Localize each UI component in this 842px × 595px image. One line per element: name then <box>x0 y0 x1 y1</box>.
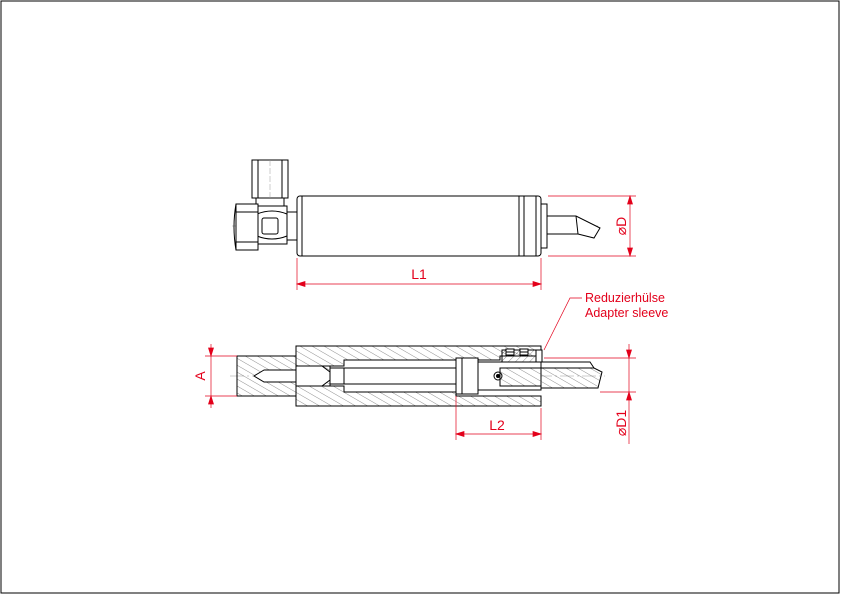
drawbar-rod <box>329 367 457 385</box>
svg-text:A: A <box>192 371 208 381</box>
side-hex-nut <box>233 203 259 251</box>
upper-wall <box>295 345 542 367</box>
dim-l2-label: L2 <box>489 417 505 433</box>
elbow-body <box>256 205 298 245</box>
svg-text:⌀D1: ⌀D1 <box>613 410 629 437</box>
diameter-symbol: ⌀ <box>613 428 629 436</box>
top-view <box>232 159 601 257</box>
svg-text:⌀D: ⌀D <box>613 217 629 236</box>
dim-d1-label: ⌀D1 <box>613 410 629 437</box>
boring-tool <box>546 215 601 239</box>
diameter-symbol: ⌀ <box>613 227 629 235</box>
dim-d-text: D <box>613 217 629 227</box>
cylinder-body <box>296 195 542 257</box>
callout-label-de: Reduzierhülse <box>585 291 665 305</box>
section-dimensions <box>205 297 636 444</box>
tool-bar <box>499 367 603 389</box>
elbow-hex-nut <box>251 159 289 210</box>
callout-label-en: Adapter sleeve <box>585 306 668 320</box>
top-dimensions <box>295 194 636 290</box>
dim-d-label: ⌀D <box>613 217 629 236</box>
adapter-sleeve <box>501 348 543 363</box>
dim-d1-text: D1 <box>613 410 629 428</box>
section-view <box>230 345 605 407</box>
front-collar <box>540 203 548 249</box>
piston-block <box>455 357 479 395</box>
dim-l1-label: L1 <box>411 266 427 282</box>
dim-a-label: A <box>192 371 208 381</box>
